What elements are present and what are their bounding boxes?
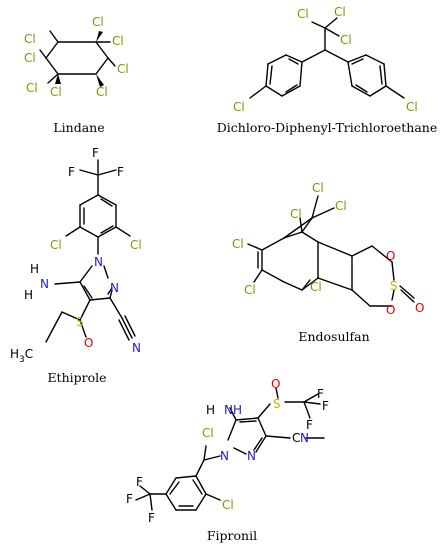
ethiprole-cl-2: Cl xyxy=(130,238,142,252)
ddt-cl-5: Cl xyxy=(406,100,418,114)
fipronil-f-2: F xyxy=(322,399,329,413)
endosulfan-s: S xyxy=(390,279,398,293)
fipronil-s: S xyxy=(273,397,281,411)
ddt-bonds xyxy=(249,17,405,99)
endosulfan-cl-1: Cl xyxy=(232,237,244,251)
fipronil-cl-1: Cl xyxy=(202,426,214,440)
fipronil-h: H xyxy=(206,403,215,417)
fipronil-n-nitrile: N xyxy=(300,431,309,445)
endosulfan-cl-3: Cl xyxy=(290,207,302,221)
lindane-cl-6: Cl xyxy=(26,81,38,95)
ddt-cl-2: Cl xyxy=(334,5,346,19)
fipronil-name: Fipronil xyxy=(207,528,257,543)
ethiprole-n-1: N xyxy=(94,255,103,269)
ethiprole-methyl: H3C xyxy=(10,347,33,365)
endosulfan-o-3: O xyxy=(415,301,424,315)
fipronil-bonds xyxy=(135,387,325,511)
ethiprole-h-1: H xyxy=(30,262,39,276)
ethiprole-n-nitrile: N xyxy=(132,341,141,355)
lindane-cl-5: Cl xyxy=(50,85,62,99)
ethiprole-o: O xyxy=(84,336,93,350)
ethiprole-f-1: F xyxy=(92,146,99,160)
lindane-cl-8: Cl xyxy=(24,32,36,46)
fipronil-structure: H NH O S F F F N N C N Cl Cl F F F Fipro… xyxy=(126,377,329,543)
lindane-structure: Cl Cl Cl Cl Cl Cl Cl Cl Lindane xyxy=(24,15,129,135)
ddt-cl-3: Cl xyxy=(340,33,352,47)
fipronil-cl-2: Cl xyxy=(222,498,234,512)
endosulfan-o-2: O xyxy=(386,303,395,317)
fipronil-f-5: F xyxy=(126,492,133,506)
ddt-structure: Cl Cl Cl Cl Cl Dichloro-Diphenyl-Trichlo… xyxy=(217,5,437,135)
endosulfan-cl-4: Cl xyxy=(310,280,322,294)
ethiprole-n-amino: N xyxy=(40,277,49,291)
fipronil-f-3: F xyxy=(306,418,313,432)
lindane-cl-4: Cl xyxy=(96,85,108,99)
ethiprole-cl-1: Cl xyxy=(50,238,62,252)
ethiprole-structure: F F F Cl Cl N N H H N S O H3C N Ethiprol… xyxy=(10,146,142,385)
ethiprole-s: S xyxy=(76,315,84,329)
lindane-name: Lindane xyxy=(53,120,104,135)
endosulfan-cl-6: Cl xyxy=(335,199,347,213)
fipronil-n-1: N xyxy=(220,449,229,463)
lindane-cl-1: Cl xyxy=(92,15,104,29)
endosulfan-name: Endosulfan xyxy=(298,329,369,344)
ethiprole-n-2: N xyxy=(110,281,119,295)
lindane-cl-3: Cl xyxy=(117,62,129,76)
ethiprole-bonds xyxy=(45,159,136,343)
ddt-cl-1: Cl xyxy=(297,7,309,21)
endosulfan-bonds xyxy=(247,195,415,307)
endosulfan-structure: Cl Cl Cl Cl Cl Cl O S O O Endosulfan xyxy=(232,181,424,344)
ethiprole-name: Ethiprole xyxy=(47,370,106,385)
ddt-cl-4: Cl xyxy=(233,100,245,114)
fipronil-f-4: F xyxy=(136,475,143,489)
endosulfan-cl-2: Cl xyxy=(244,283,256,297)
endosulfan-o-1: O xyxy=(386,249,395,263)
fipronil-f-6: F xyxy=(148,511,155,525)
fipronil-n-2: N xyxy=(247,449,256,463)
lindane-bonds xyxy=(39,30,116,87)
lindane-cl-2: Cl xyxy=(112,34,124,48)
fipronil-f-1: F xyxy=(317,387,324,401)
ddt-name: Dichloro-Diphenyl-Trichloroethane xyxy=(217,120,437,135)
fipronil-o: O xyxy=(271,377,280,391)
ethiprole-f-2: F xyxy=(68,165,75,179)
lindane-cl-7: Cl xyxy=(24,51,36,65)
fipronil-nh: NH xyxy=(224,403,242,417)
ethiprole-h-2: H xyxy=(24,288,33,302)
endosulfan-cl-5: Cl xyxy=(312,181,324,195)
fipronil-nitrile-c: C xyxy=(292,431,300,445)
ethiprole-f-3: F xyxy=(117,165,124,179)
